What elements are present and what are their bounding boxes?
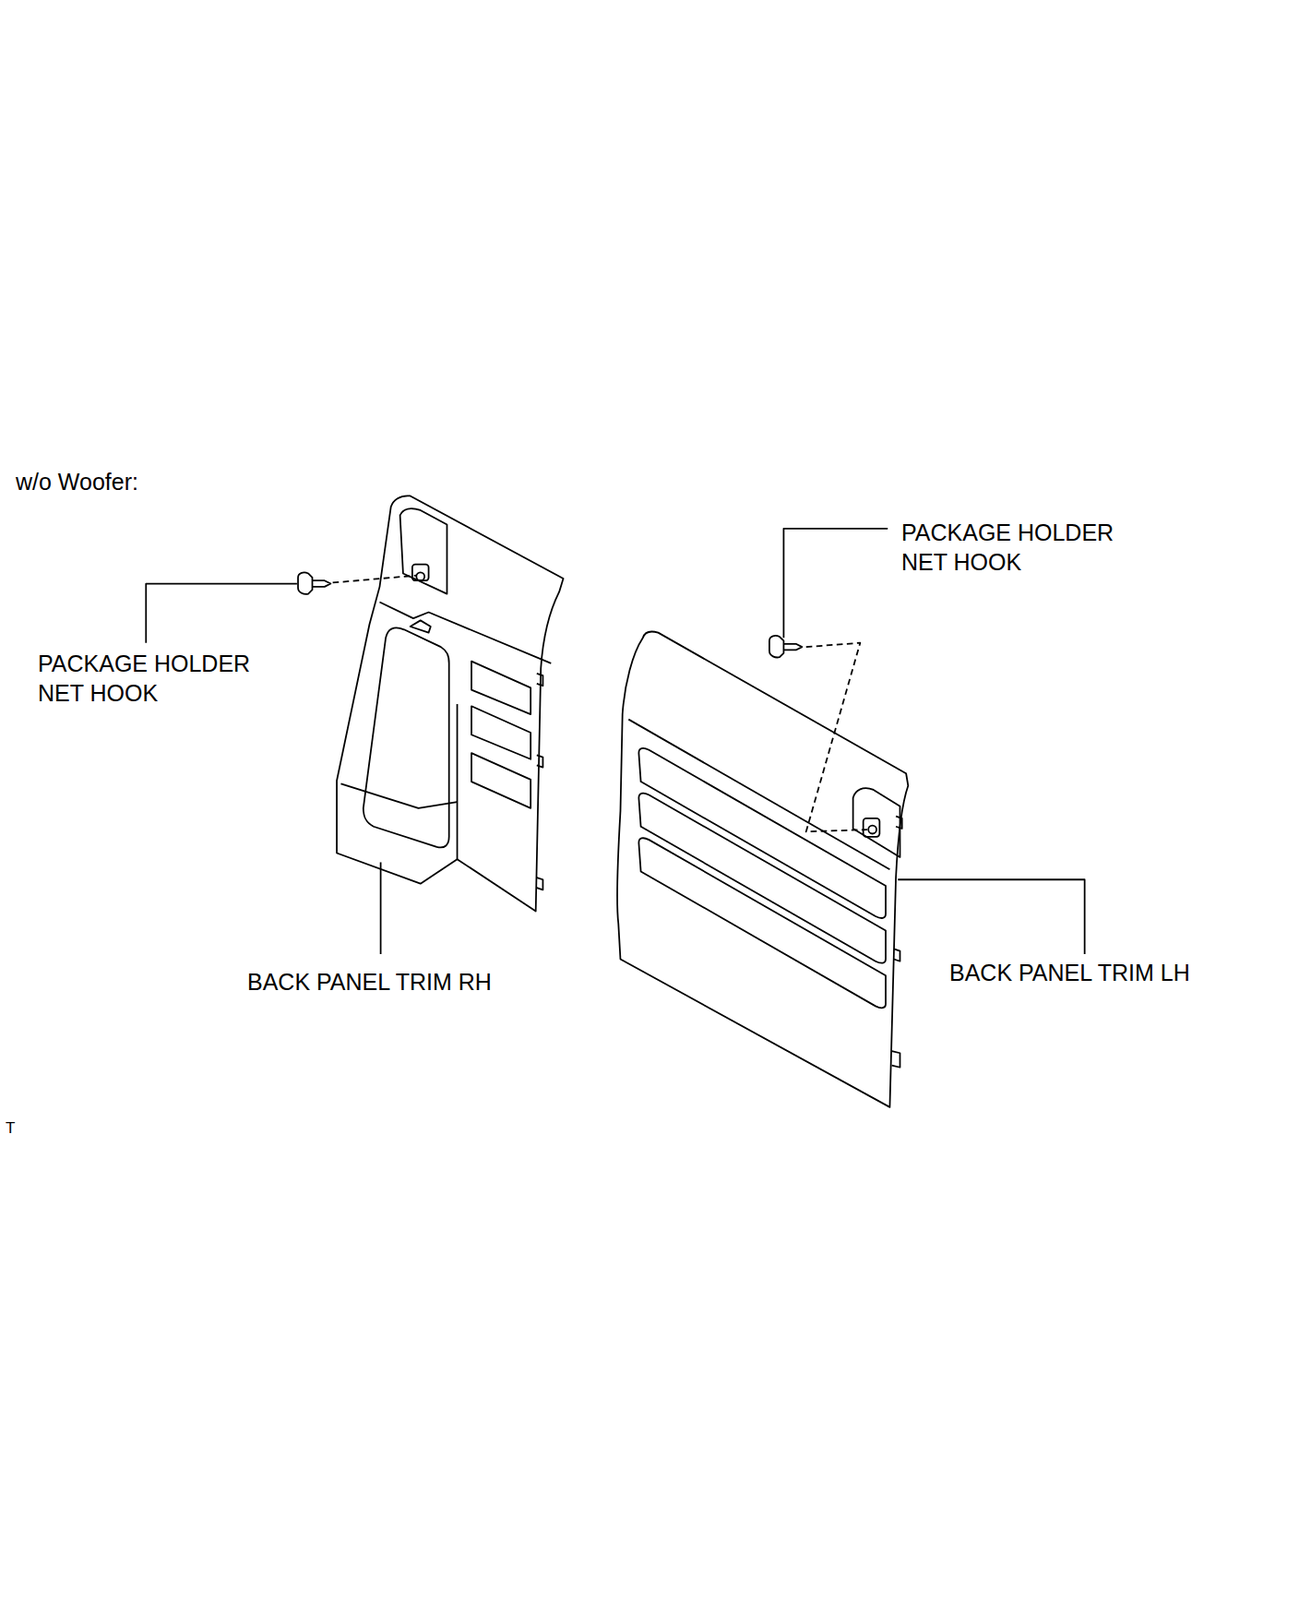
part-name: BACK PANEL TRIM LH bbox=[949, 957, 1191, 988]
part-name: PACKAGE HOLDER NET HOOK bbox=[37, 648, 274, 708]
back-panel-lh bbox=[617, 631, 908, 1108]
leader-line bbox=[897, 879, 1085, 954]
part-name: PACKAGE HOLDER NET HOOK bbox=[901, 517, 1137, 577]
net-hook-rh bbox=[145, 572, 417, 643]
net-hook-lh bbox=[769, 528, 888, 832]
leader-line bbox=[380, 861, 382, 954]
part-name: BACK PANEL TRIM RH bbox=[247, 966, 492, 997]
variant-note: w/o Woofer: bbox=[15, 466, 139, 497]
figure-code: T bbox=[5, 1119, 15, 1138]
back-panel-rh bbox=[336, 495, 564, 911]
